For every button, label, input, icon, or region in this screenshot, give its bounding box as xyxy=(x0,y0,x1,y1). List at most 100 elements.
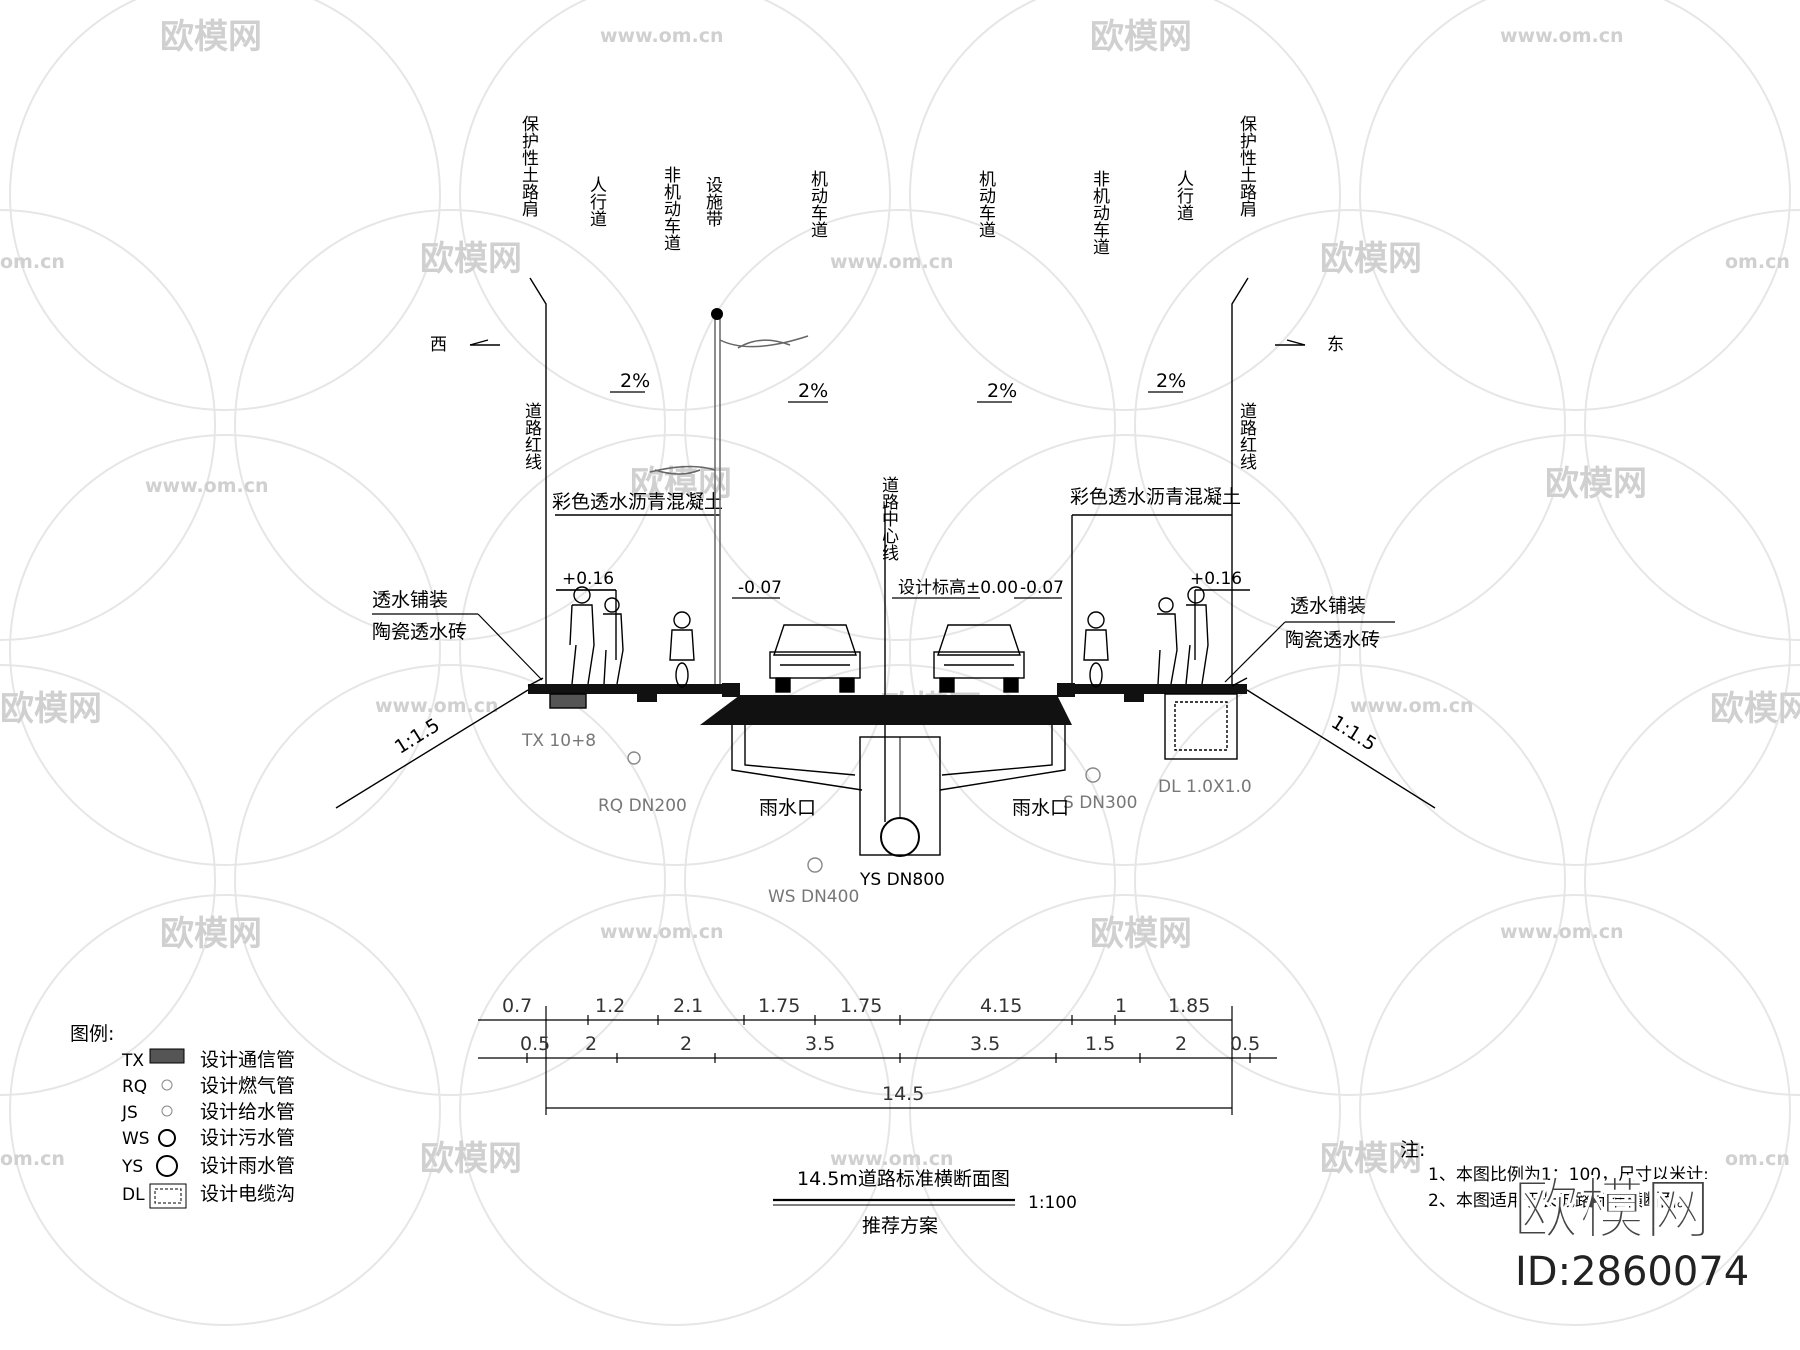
legend-item-tx: TX 设计通信管 xyxy=(121,1048,295,1071)
drawing-title: 14.5m道路标准横断面图 xyxy=(797,1168,1010,1190)
svg-text:om.cn: om.cn xyxy=(1725,1148,1790,1170)
svg-text:设计标高±0.00: 设计标高±0.00 xyxy=(898,578,1018,598)
svg-text:om.cn: om.cn xyxy=(1725,251,1790,273)
svg-text:YS DN800: YS DN800 xyxy=(859,870,945,890)
svg-text:-0.07: -0.07 xyxy=(1020,578,1064,598)
label-left-shoulder: 保护性土路肩 xyxy=(518,115,539,218)
car-right xyxy=(933,624,1025,693)
title-block: 14.5m道路标准横断面图 1:100 推荐方案 xyxy=(773,1168,1077,1237)
label-left-sidewalk: 人行道 xyxy=(586,176,607,227)
svg-text:RQ: RQ xyxy=(122,1077,147,1097)
svg-text:2、本图适用于长城路标准横断面。: 2、本图适用于长城路标准横断面。 xyxy=(1428,1191,1694,1211)
pavement-label-right: 彩色透水沥青混凝土 xyxy=(1070,486,1241,508)
svg-text:3.5: 3.5 xyxy=(970,1033,1000,1055)
side-slopes xyxy=(335,677,1436,809)
svg-text:-0.07: -0.07 xyxy=(738,578,782,598)
pedestrian-left xyxy=(569,586,624,685)
svg-text:欧模网: 欧模网 xyxy=(1513,1171,1711,1248)
label-center-line: 道路中心线 xyxy=(878,476,899,561)
svg-text:2: 2 xyxy=(585,1033,597,1055)
svg-text:www.om.cn: www.om.cn xyxy=(600,25,724,47)
legend-item-js: JS 设计给水管 xyxy=(121,1101,295,1123)
direction-west: 西 xyxy=(430,335,447,355)
svg-text:1.85: 1.85 xyxy=(1168,995,1210,1017)
svg-text:www.om.cn: www.om.cn xyxy=(1500,25,1624,47)
water-pipe xyxy=(1085,767,1101,783)
label-right-motor: 机动车道 xyxy=(975,170,996,238)
telecom-duct xyxy=(549,693,587,709)
legend-title: 图例: xyxy=(70,1023,114,1045)
side-slope-left: 1:1.5 xyxy=(391,714,444,758)
label-right-shoulder: 保护性土路肩 xyxy=(1236,115,1257,218)
svg-text:欧模网: 欧模网 xyxy=(160,914,262,954)
svg-text:欧模网: 欧模网 xyxy=(0,689,102,729)
slope-labels: 2% 2% 2% 2% xyxy=(610,370,1186,403)
watermark-text: 欧模网 www.om.cn 欧模网 www.om.cn om.cn 欧模网 ww… xyxy=(0,17,1800,1179)
label-right-red-line: 道路红线 xyxy=(1236,402,1257,470)
svg-text:透水铺装: 透水铺装 xyxy=(1290,595,1366,617)
svg-text:0.5: 0.5 xyxy=(520,1033,550,1055)
gas-pipe xyxy=(627,751,641,765)
dimension-values: 0.7 1.2 2.1 1.75 1.75 4.15 1 1.85 0.5 2 … xyxy=(502,995,1260,1105)
svg-text:2%: 2% xyxy=(987,380,1017,402)
svg-text:www.om.cn: www.om.cn xyxy=(830,251,954,273)
legend-item-dl: DL 设计电缆沟 xyxy=(122,1183,295,1209)
svg-text:www.om.cn: www.om.cn xyxy=(600,921,724,943)
svg-text:2%: 2% xyxy=(1156,370,1186,392)
direction-east: 东 xyxy=(1327,335,1344,355)
pedestrian-right xyxy=(1157,586,1209,685)
side-slope-right: 1:1.5 xyxy=(1327,711,1380,755)
svg-text:注:: 注: xyxy=(1400,1139,1425,1161)
brand-watermark: 欧模网 ID:2860074 xyxy=(1513,1171,1750,1296)
svg-text:雨水口: 雨水口 xyxy=(759,797,816,819)
svg-text:透水铺装: 透水铺装 xyxy=(372,589,448,611)
svg-text:欧模网: 欧模网 xyxy=(1090,17,1192,57)
svg-text:陶瓷透水砖: 陶瓷透水砖 xyxy=(1285,629,1380,651)
svg-text:+0.16: +0.16 xyxy=(1190,569,1242,589)
legend: 图例: TX 设计通信管 RQ 设计燃气管 JS 设计给水管 WS 设计污水管 … xyxy=(70,1023,295,1209)
drawing-scale: 1:100 xyxy=(1028,1193,1077,1213)
svg-text:3.5: 3.5 xyxy=(805,1033,835,1055)
svg-text:雨水口: 雨水口 xyxy=(1012,797,1069,819)
svg-text:om.cn: om.cn xyxy=(0,251,65,273)
svg-text:S DN300: S DN300 xyxy=(1063,793,1137,813)
svg-text:2%: 2% xyxy=(620,370,650,392)
paving-notes: 透水铺装 陶瓷透水砖 透水铺装 陶瓷透水砖 xyxy=(372,589,1395,683)
figures xyxy=(569,586,1209,693)
svg-text:欧模网: 欧模网 xyxy=(1320,1139,1422,1179)
car-left xyxy=(769,624,861,693)
svg-text:DL 1.0X1.0: DL 1.0X1.0 xyxy=(1158,777,1252,797)
svg-text:www.om.cn: www.om.cn xyxy=(145,475,269,497)
svg-text:欧模网: 欧模网 xyxy=(420,239,522,279)
svg-text:欧模网: 欧模网 xyxy=(1545,464,1647,504)
notes: 注: 1、本图比例为1：100，尺寸以米计; 2、本图适用于长城路标准横断面。 xyxy=(1400,1139,1709,1211)
svg-text:0.5: 0.5 xyxy=(1230,1033,1260,1055)
underground-utilities xyxy=(549,693,1238,873)
watermark-id: ID:2860074 xyxy=(1515,1249,1749,1295)
label-left-bike: 非机动车道 xyxy=(660,166,681,251)
svg-text:欧模网: 欧模网 xyxy=(420,1139,522,1179)
svg-text:2: 2 xyxy=(680,1033,692,1055)
svg-text:RQ DN200: RQ DN200 xyxy=(598,796,687,816)
svg-text:设计电缆沟: 设计电缆沟 xyxy=(200,1183,295,1205)
label-left-red-line: 道路红线 xyxy=(521,402,542,470)
svg-text:WS DN400: WS DN400 xyxy=(768,887,859,907)
svg-text:www.om.cn: www.om.cn xyxy=(1500,921,1624,943)
svg-text:欧模网: 欧模网 xyxy=(1710,689,1800,729)
label-right-sidewalk: 人行道 xyxy=(1173,170,1194,221)
elevation-labels: +0.16 -0.07 设计标高±0.00 -0.07 +0.16 xyxy=(556,569,1242,599)
svg-text:TX: TX xyxy=(121,1051,144,1071)
column-labels: 保护性土路肩 人行道 非机动车道 设施带 机动车道 机动车道 非机动车道 人行道… xyxy=(518,115,1257,561)
svg-text:1: 1 xyxy=(1115,995,1127,1017)
svg-text:4.15: 4.15 xyxy=(980,995,1022,1017)
legend-item-ys: YS 设计雨水管 xyxy=(121,1155,295,1177)
cyclist-right xyxy=(1083,611,1109,688)
svg-text:陶瓷透水砖: 陶瓷透水砖 xyxy=(372,621,467,643)
storm-pipe xyxy=(880,817,920,857)
drawing-subtitle: 推荐方案 xyxy=(862,1215,938,1237)
svg-text:om.cn: om.cn xyxy=(0,1148,65,1170)
svg-text:www.om.cn: www.om.cn xyxy=(1350,695,1474,717)
svg-text:YS: YS xyxy=(121,1157,143,1177)
pipe-labels: TX 10+8 RQ DN200 WS DN400 YS DN800 S DN3… xyxy=(521,731,1252,907)
